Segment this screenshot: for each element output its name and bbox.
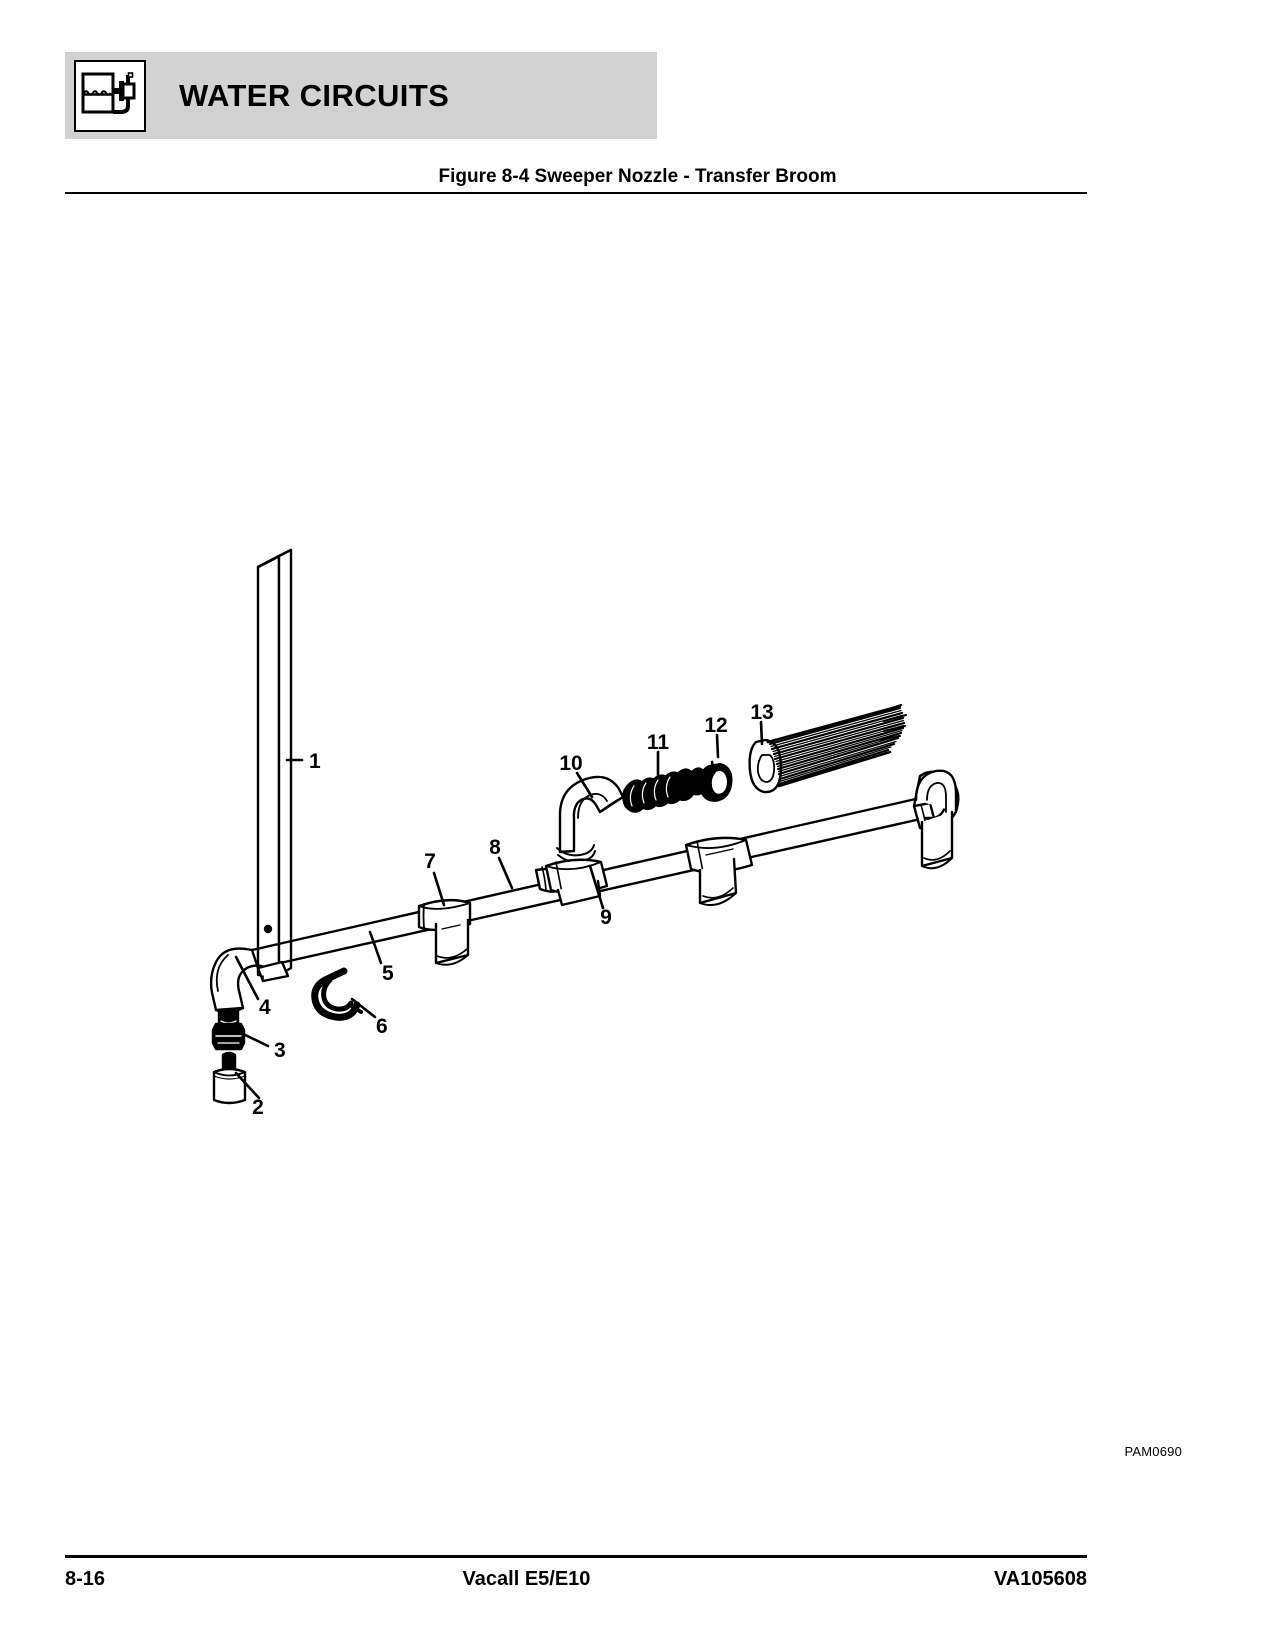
u-clip-part	[311, 967, 363, 1021]
collar-ring-part	[699, 760, 733, 802]
threaded-hose-barb-part	[622, 767, 708, 813]
callout-12: 12	[704, 714, 727, 737]
title-divider	[65, 192, 1087, 194]
drawing-number: PAM0690	[1124, 1444, 1182, 1459]
footer-document-number: VA105608	[993, 1567, 1087, 1590]
callout-10: 10	[559, 752, 582, 775]
callout-8: 8	[489, 836, 501, 859]
footer-page-number: 8-16	[65, 1567, 106, 1590]
tee-fitting-left-part	[417, 898, 472, 966]
callout-leader-lines	[234, 720, 764, 1100]
callout-4: 4	[259, 996, 271, 1019]
transfer-broom-part	[748, 704, 907, 794]
water-tank-pump-icon	[74, 59, 146, 132]
callout-1: 1	[309, 750, 321, 773]
section-header-banner: WATER CIRCUITS	[65, 52, 657, 139]
elbow-upper-part	[556, 775, 625, 863]
tee-fitting-center	[544, 858, 609, 907]
spray-nozzle-body-part	[212, 1051, 247, 1105]
callout-9: 9	[600, 906, 612, 929]
footer-model-name: Vacall E5/E10	[462, 1567, 591, 1590]
callout-7: 7	[424, 850, 436, 873]
exploded-assembly-drawing: 1 2 3 4 5 6 7 8 9 10 11 12 13	[209, 548, 960, 1119]
tee-fitting-right-part	[684, 836, 754, 906]
callout-13: 13	[750, 701, 773, 724]
vertical-mast-part	[256, 548, 293, 977]
elbow-right-part	[912, 769, 960, 870]
callout-11: 11	[647, 731, 670, 754]
figure-caption: Figure 8-4 Sweeper Nozzle - Transfer Bro…	[438, 166, 837, 187]
water-tank-pump-glyph	[81, 71, 136, 114]
footer-divider	[65, 1555, 1087, 1558]
callout-6: 6	[376, 1015, 388, 1038]
page-footer: 8-16 Vacall E5/E10 VA105608	[65, 1564, 1087, 1594]
callout-3: 3	[274, 1039, 286, 1062]
page-title: WATER CIRCUITS	[179, 77, 450, 113]
callout-5: 5	[382, 962, 394, 985]
nozzle-fitting-part	[211, 1008, 246, 1051]
parts-diagram: 1 2 3 4 5 6 7 8 9 10 11 12 13	[0, 200, 1275, 1400]
callout-2: 2	[252, 1096, 264, 1119]
elbow-lower-part	[209, 947, 290, 1014]
